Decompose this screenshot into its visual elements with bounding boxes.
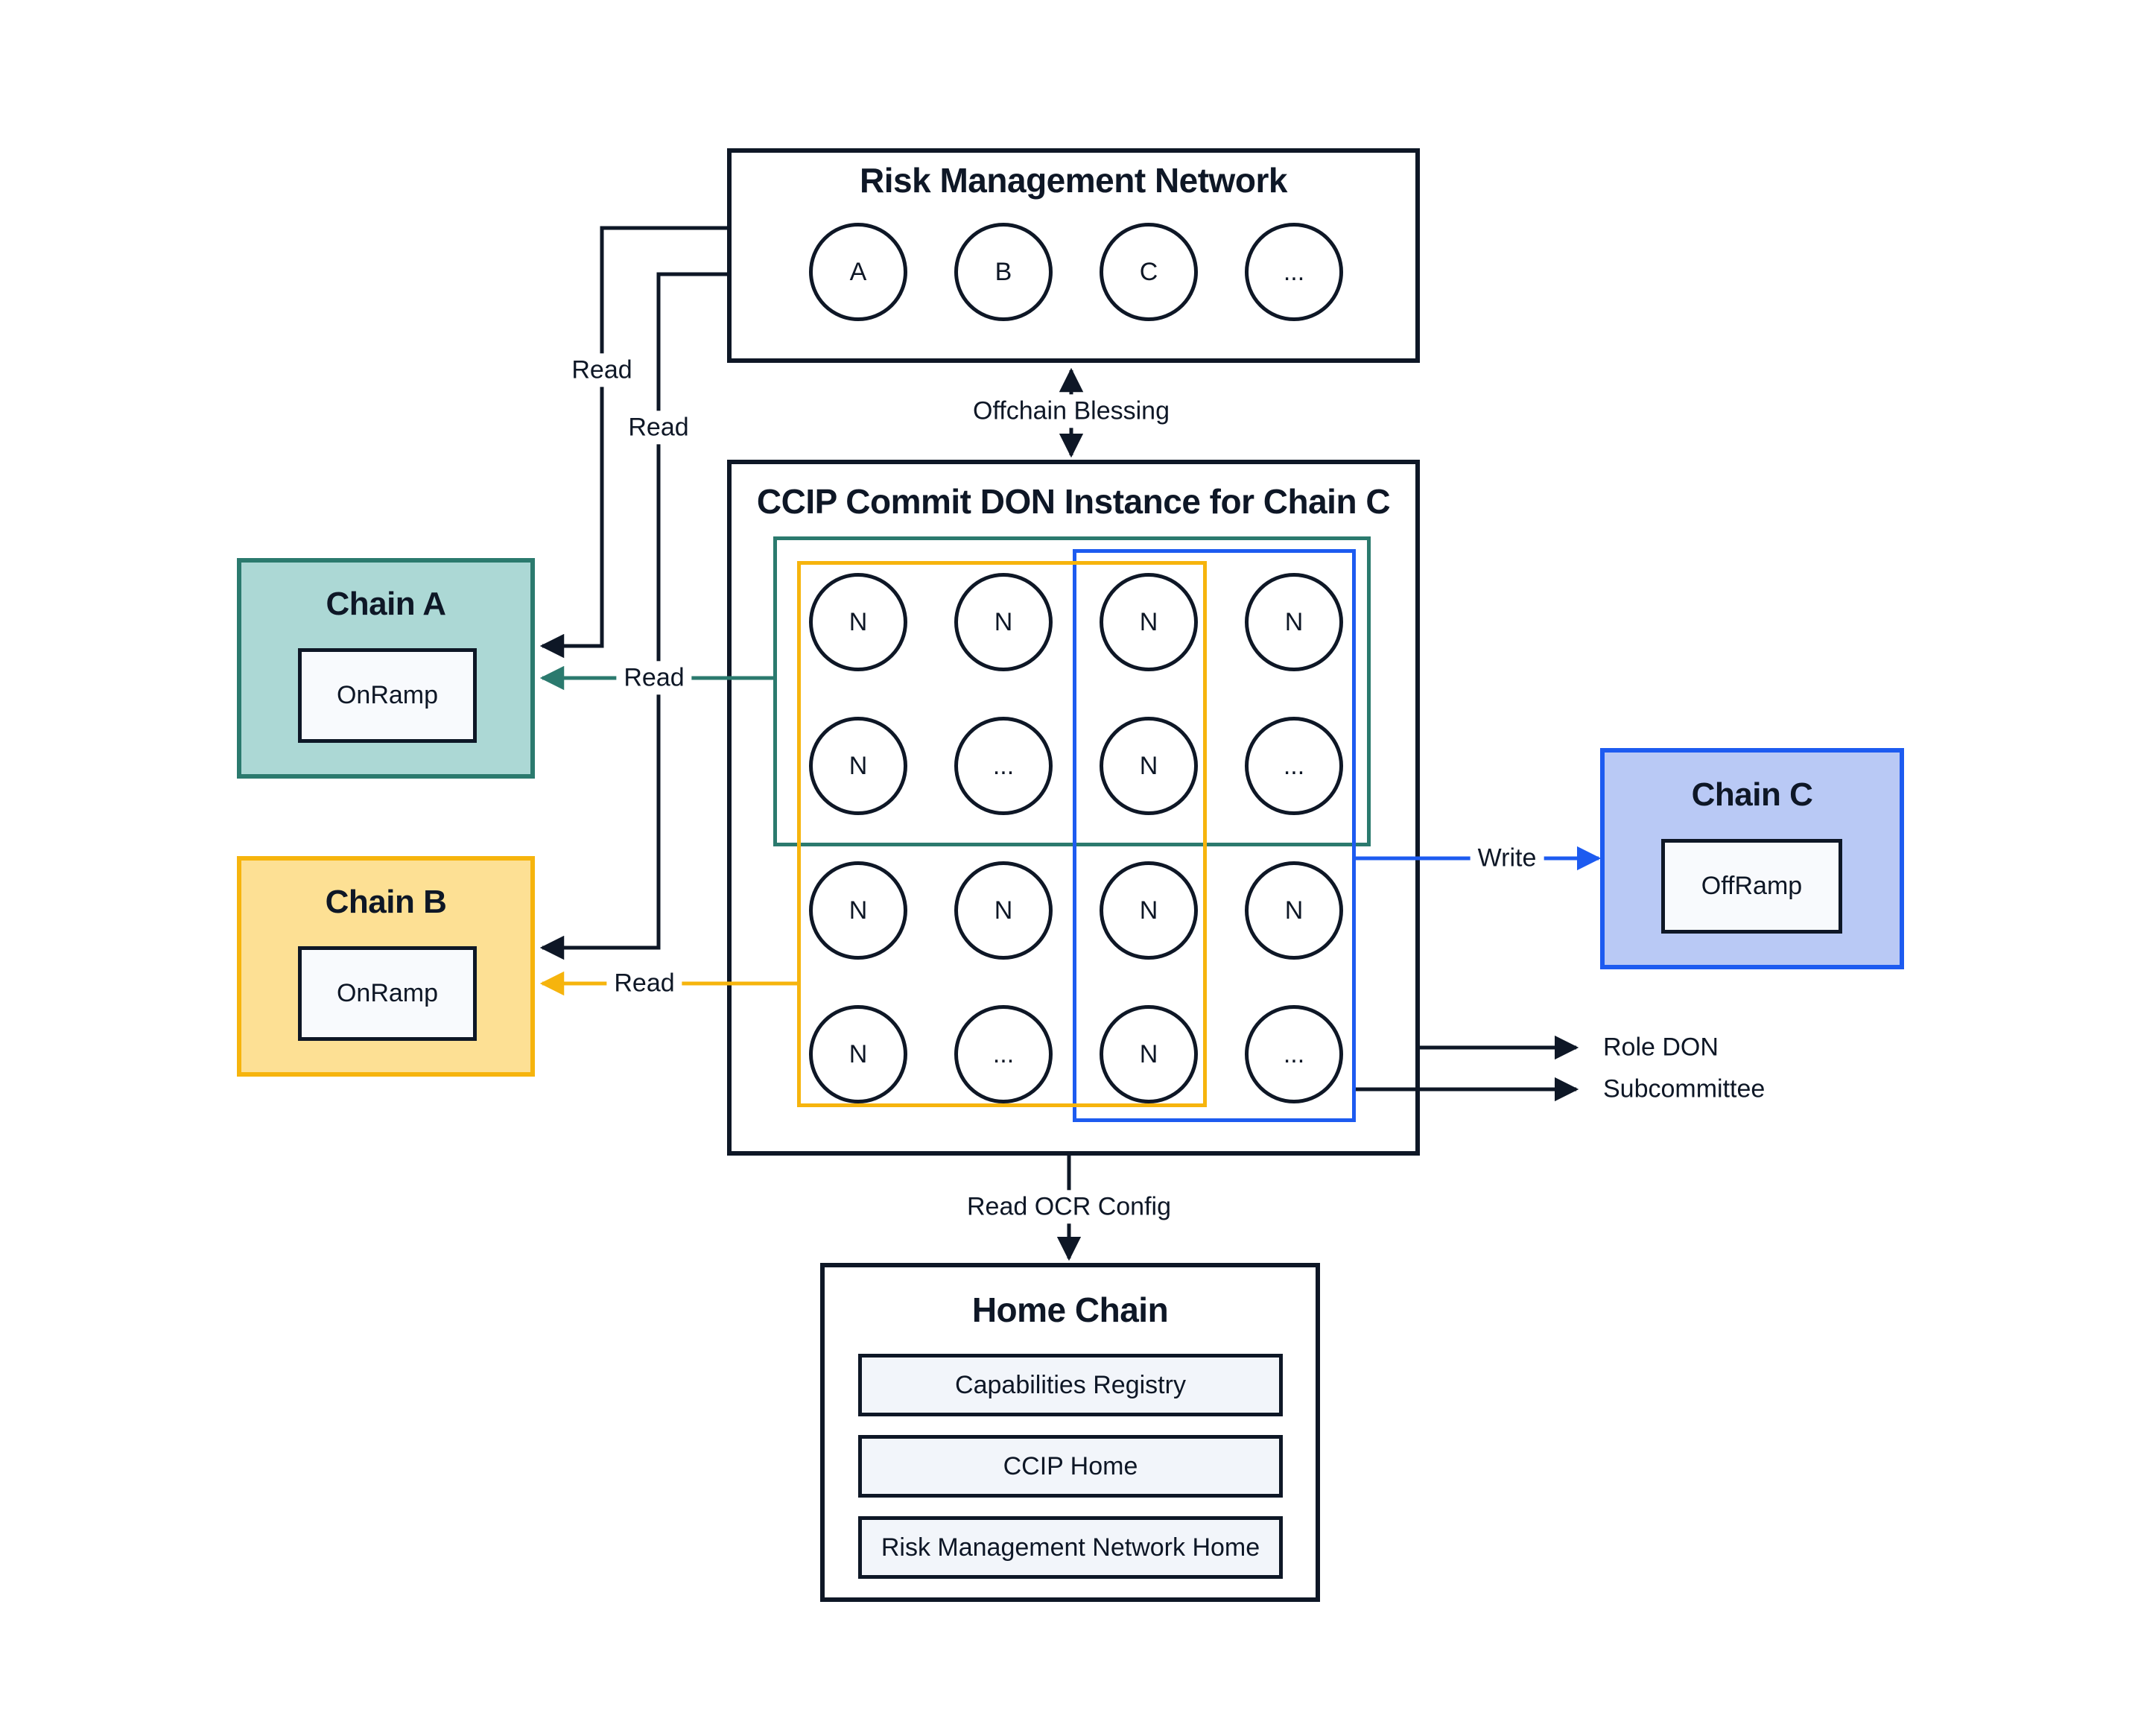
rmn-node-more-label: ... bbox=[1283, 257, 1305, 286]
don-node-label: N bbox=[994, 607, 1013, 636]
chain-c-offramp-label: OffRamp bbox=[1701, 872, 1803, 900]
don-node-label: N bbox=[848, 896, 868, 925]
don-node-label: N bbox=[848, 607, 868, 636]
don-node-label: N bbox=[848, 751, 868, 780]
rmn-home-box: Risk Management Network Home bbox=[858, 1516, 1283, 1579]
don-read-a-label: Read bbox=[616, 661, 692, 695]
don-node-r3c1: N bbox=[809, 861, 907, 960]
chain-c-offramp-box: OffRamp bbox=[1661, 839, 1842, 934]
chain-a-onramp-label: OnRamp bbox=[336, 681, 439, 709]
don-node-r1c3: N bbox=[1100, 573, 1198, 671]
rmn-node-a: A bbox=[809, 223, 907, 321]
risk-management-network-title: Risk Management Network bbox=[860, 161, 1287, 200]
don-node-r2c1: N bbox=[809, 717, 907, 815]
don-node-label: N bbox=[1284, 896, 1304, 925]
read-ocr-config-label: Read OCR Config bbox=[959, 1190, 1179, 1224]
don-read-b-label: Read bbox=[606, 966, 682, 1001]
don-node-r2c3: N bbox=[1100, 717, 1198, 815]
don-node-r3c4: N bbox=[1245, 861, 1343, 960]
rmn-node-c: C bbox=[1100, 223, 1198, 321]
don-node-label: N bbox=[994, 896, 1013, 925]
don-node-label: ... bbox=[1283, 1039, 1305, 1068]
rmn-node-b: B bbox=[954, 223, 1053, 321]
chain-c-title: Chain C bbox=[1691, 776, 1813, 813]
don-node-label: N bbox=[1284, 607, 1304, 636]
rmn-home-label: Risk Management Network Home bbox=[881, 1533, 1260, 1562]
don-node-label: N bbox=[1139, 1039, 1158, 1068]
chain-a-title: Chain A bbox=[326, 586, 446, 622]
rmn-node-a-label: A bbox=[849, 257, 867, 286]
don-node-r3c3: N bbox=[1100, 861, 1198, 960]
capabilities-registry-label: Capabilities Registry bbox=[955, 1370, 1186, 1399]
edge-rmn-read-chain-a bbox=[539, 226, 727, 659]
ccip-home-box: CCIP Home bbox=[858, 1435, 1283, 1498]
rmn-read-a-label: Read bbox=[564, 353, 640, 387]
chain-b-onramp-label: OnRamp bbox=[336, 979, 439, 1007]
don-write-c-label: Write bbox=[1470, 841, 1544, 875]
don-node-r3c2: N bbox=[954, 861, 1053, 960]
don-node-r2c4: ... bbox=[1245, 717, 1343, 815]
home-chain-title: Home Chain bbox=[971, 1290, 1169, 1329]
rmn-read-b-label: Read bbox=[621, 411, 697, 445]
chain-b-onramp-box: OnRamp bbox=[298, 946, 477, 1041]
rmn-node-c-label: C bbox=[1139, 257, 1158, 286]
rmn-node-b-label: B bbox=[994, 257, 1012, 286]
don-node-r4c3: N bbox=[1100, 1005, 1198, 1103]
don-node-label: N bbox=[848, 1039, 868, 1068]
chain-b-title: Chain B bbox=[325, 884, 447, 920]
don-node-r2c2: ... bbox=[954, 717, 1053, 815]
don-node-label: ... bbox=[992, 1039, 1015, 1068]
offchain-blessing-label: Offchain Blessing bbox=[965, 394, 1177, 428]
don-node-r1c4: N bbox=[1245, 573, 1343, 671]
don-node-r1c2: N bbox=[954, 573, 1053, 671]
capabilities-registry-box: Capabilities Registry bbox=[858, 1354, 1283, 1416]
chain-a-onramp-box: OnRamp bbox=[298, 648, 477, 743]
don-node-label: N bbox=[1139, 607, 1158, 636]
rmn-node-more: ... bbox=[1245, 223, 1343, 321]
ccip-home-label: CCIP Home bbox=[1003, 1451, 1138, 1480]
don-node-r1c1: N bbox=[809, 573, 907, 671]
blue-subcommittee-outline bbox=[1073, 549, 1356, 1122]
don-node-r4c4: ... bbox=[1245, 1005, 1343, 1103]
don-node-r4c2: ... bbox=[954, 1005, 1053, 1103]
ccip-commit-don-title: CCIP Commit DON Instance for Chain C bbox=[756, 482, 1391, 521]
teal-committee-outline bbox=[773, 536, 1371, 846]
don-node-label: N bbox=[1139, 751, 1158, 780]
subcommittee-label: Subcommittee bbox=[1603, 1074, 1766, 1103]
don-node-r4c1: N bbox=[809, 1005, 907, 1103]
yellow-committee-outline bbox=[797, 561, 1207, 1107]
don-node-label: ... bbox=[992, 751, 1015, 780]
don-node-label: ... bbox=[1283, 751, 1305, 780]
don-node-label: N bbox=[1139, 896, 1158, 925]
edge-rmn-read-chain-b bbox=[539, 272, 727, 960]
role-don-label: Role DON bbox=[1603, 1033, 1719, 1062]
